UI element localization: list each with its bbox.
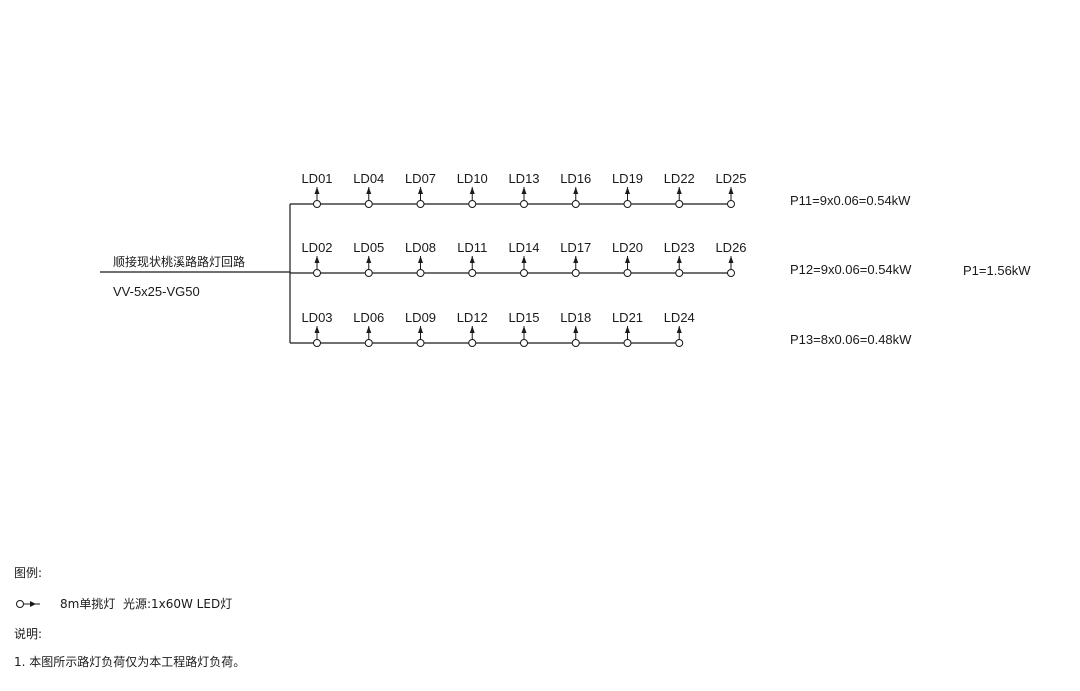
legend-item: 8m单挑灯 光源:1x60W LED灯 [60, 597, 232, 611]
light-label: LD25 [715, 171, 746, 186]
street-light-icon [416, 187, 425, 208]
light-label: LD22 [664, 171, 695, 186]
street-light-icon [468, 256, 477, 277]
light-label: LD05 [353, 240, 384, 255]
street-light-icon [468, 187, 477, 208]
circuit-row: LD01 LD04 LD07 LD10 LD13 LD16 LD19 LD22 LD25P11=… [290, 171, 911, 208]
street-light-icon [623, 187, 632, 208]
street-light-icon [623, 326, 632, 347]
light-label: LD21 [612, 310, 643, 325]
light-label: LD07 [405, 171, 436, 186]
light-label: LD17 [560, 240, 591, 255]
street-light-icon [364, 326, 373, 347]
total-power: P1=1.56kW [963, 263, 1031, 278]
street-light-icon [727, 256, 735, 277]
light-label: LD12 [457, 310, 488, 325]
light-label: LD13 [508, 171, 539, 186]
light-label: LD02 [301, 240, 332, 255]
light-label: LD08 [405, 240, 436, 255]
note-item: 1. 本图所示路灯负荷仅为本工程路灯负荷。 [14, 654, 245, 669]
street-light-icon [675, 256, 684, 277]
light-label: LD10 [457, 171, 488, 186]
street-light-icon [623, 256, 632, 277]
street-light-icon [313, 187, 321, 208]
street-light-icon [468, 326, 477, 347]
light-label: LD16 [560, 171, 591, 186]
street-light-icon [675, 326, 684, 347]
circuit-power: P13=8x0.06=0.48kW [790, 332, 912, 347]
light-label: LD01 [301, 171, 332, 186]
street-light-icon [675, 187, 684, 208]
light-label: LD26 [715, 240, 746, 255]
circuit-power: P12=9x0.06=0.54kW [790, 262, 912, 277]
street-light-icon [727, 187, 735, 208]
street-light-icon [520, 256, 528, 277]
street-light-symbol-icon [16, 600, 40, 608]
light-label: LD14 [508, 240, 539, 255]
lighting-circuits: LD01 LD04 LD07 LD10 LD13 LD16 LD19 LD22 LD25P11=… [290, 171, 912, 347]
light-label: LD23 [664, 240, 695, 255]
street-light-icon [571, 256, 580, 277]
notes-title: 说明: [14, 626, 42, 641]
legend-title: 图例: [14, 566, 42, 580]
light-label: LD11 [457, 240, 487, 255]
light-label: LD04 [353, 171, 384, 186]
light-label: LD03 [301, 310, 332, 325]
street-light-icon [364, 187, 373, 208]
street-light-icon [313, 256, 321, 277]
feeder-cable: VV-5x25-VG50 [113, 284, 200, 299]
street-light-icon [520, 187, 528, 208]
circuit-power: P11=9x0.06=0.54kW [790, 193, 911, 208]
street-light-icon [520, 326, 528, 347]
light-label: LD09 [405, 310, 436, 325]
circuit-row: LD03 LD06 LD09 LD12 LD15 LD18 LD21 LD24P13=8x0.… [290, 310, 912, 347]
street-light-icon [571, 326, 580, 347]
street-light-icon [416, 326, 425, 347]
light-label: LD15 [508, 310, 539, 325]
street-light-icon [364, 256, 373, 277]
light-label: LD18 [560, 310, 591, 325]
light-label: LD19 [612, 171, 643, 186]
light-label: LD24 [664, 310, 695, 325]
street-light-icon [313, 326, 321, 347]
circuit-row: LD02 LD05 LD08 LD11 LD14 LD17 LD20 LD23 LD26P12=… [290, 240, 912, 277]
feeder-name: 顺接现状桃溪路路灯回路 [113, 254, 245, 269]
light-label: LD20 [612, 240, 643, 255]
street-light-icon [571, 187, 580, 208]
street-light-icon [416, 256, 425, 277]
light-label: LD06 [353, 310, 384, 325]
